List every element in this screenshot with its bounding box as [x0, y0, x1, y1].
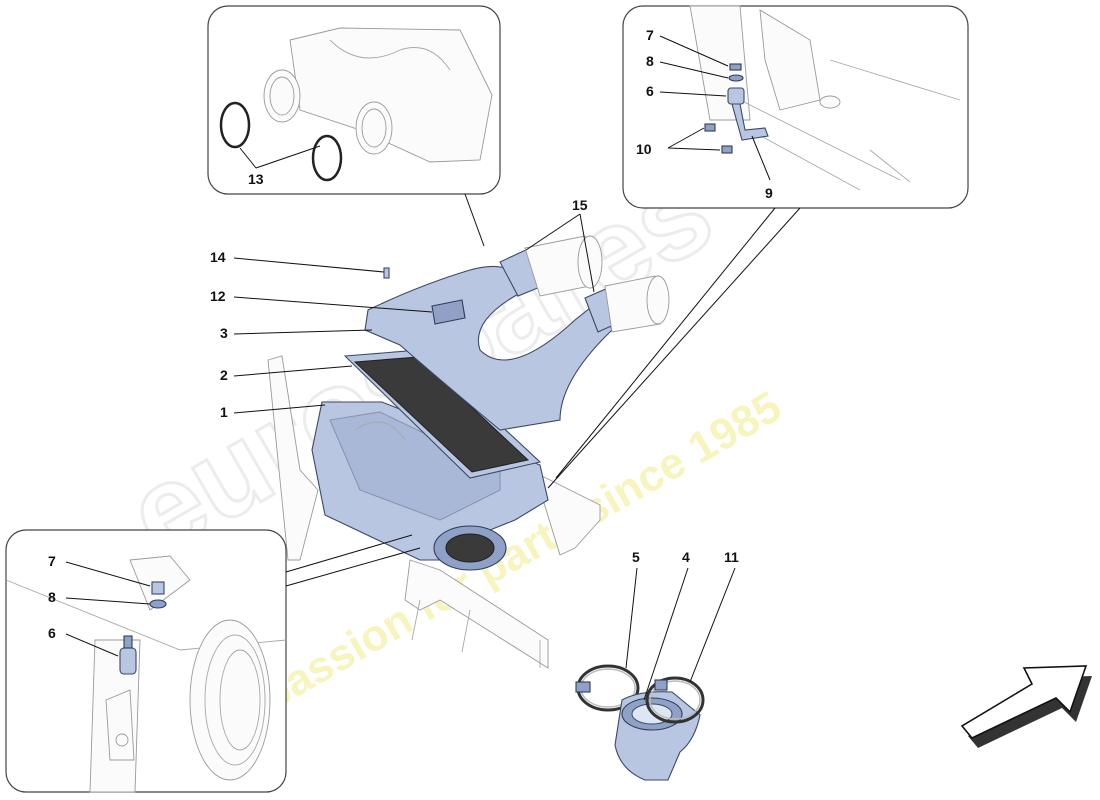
- inset-top-left: 13: [207, 5, 501, 247]
- o-ring-13a: [219, 101, 251, 149]
- callout-8-bottom: 8: [48, 589, 56, 605]
- callout-11: 11: [724, 549, 739, 565]
- callout-15: 15: [572, 197, 588, 213]
- nut-7-top: [729, 63, 742, 71]
- callout-2: 2: [220, 367, 228, 383]
- main-callouts: 14 12 3 2 1 15 5 4 11: [210, 197, 739, 701]
- callout-12: 12: [210, 288, 226, 304]
- callout-7-top: 7: [646, 27, 654, 43]
- direction-arrow-icon: [960, 665, 1092, 748]
- callout-6-bottom: 6: [48, 625, 56, 641]
- mount-6-top: [727, 87, 745, 105]
- screw-14: [383, 267, 390, 279]
- intake-horn-4: [614, 691, 701, 781]
- washer-8-top: [728, 74, 744, 82]
- airbox-lower: [311, 401, 549, 571]
- throttle-bodies: [524, 235, 670, 333]
- callout-1: 1: [220, 404, 228, 420]
- callout-4: 4: [682, 549, 690, 565]
- callout-8-top: 8: [646, 53, 654, 69]
- callout-10: 10: [636, 141, 652, 157]
- hose-clamp-11: [645, 676, 705, 724]
- bracket-9: [731, 103, 769, 141]
- chassis-frame: [267, 355, 601, 669]
- callout-3: 3: [220, 325, 228, 341]
- callout-14: 14: [210, 249, 226, 265]
- callout-13: 13: [248, 171, 264, 187]
- callout-9: 9: [765, 185, 773, 201]
- callout-5: 5: [632, 549, 640, 565]
- mount-6-bottom: [119, 647, 137, 675]
- callout-7-bottom: 7: [48, 553, 56, 569]
- inset-bottom-left: 7 8 6: [5, 529, 421, 793]
- mount-6-bottom-stud: [123, 635, 133, 649]
- bolt-10a: [704, 123, 716, 132]
- air-filter: [343, 349, 542, 479]
- hose-clamp-5: [575, 664, 640, 712]
- callout-6-top: 6: [646, 83, 654, 99]
- bolt-10b: [721, 145, 733, 154]
- washer-8-bottom: [149, 599, 167, 609]
- nut-7-bottom: [151, 581, 165, 595]
- o-ring-13b: [311, 134, 343, 182]
- inset-top-right: 7 8 6 10 9: [547, 5, 969, 489]
